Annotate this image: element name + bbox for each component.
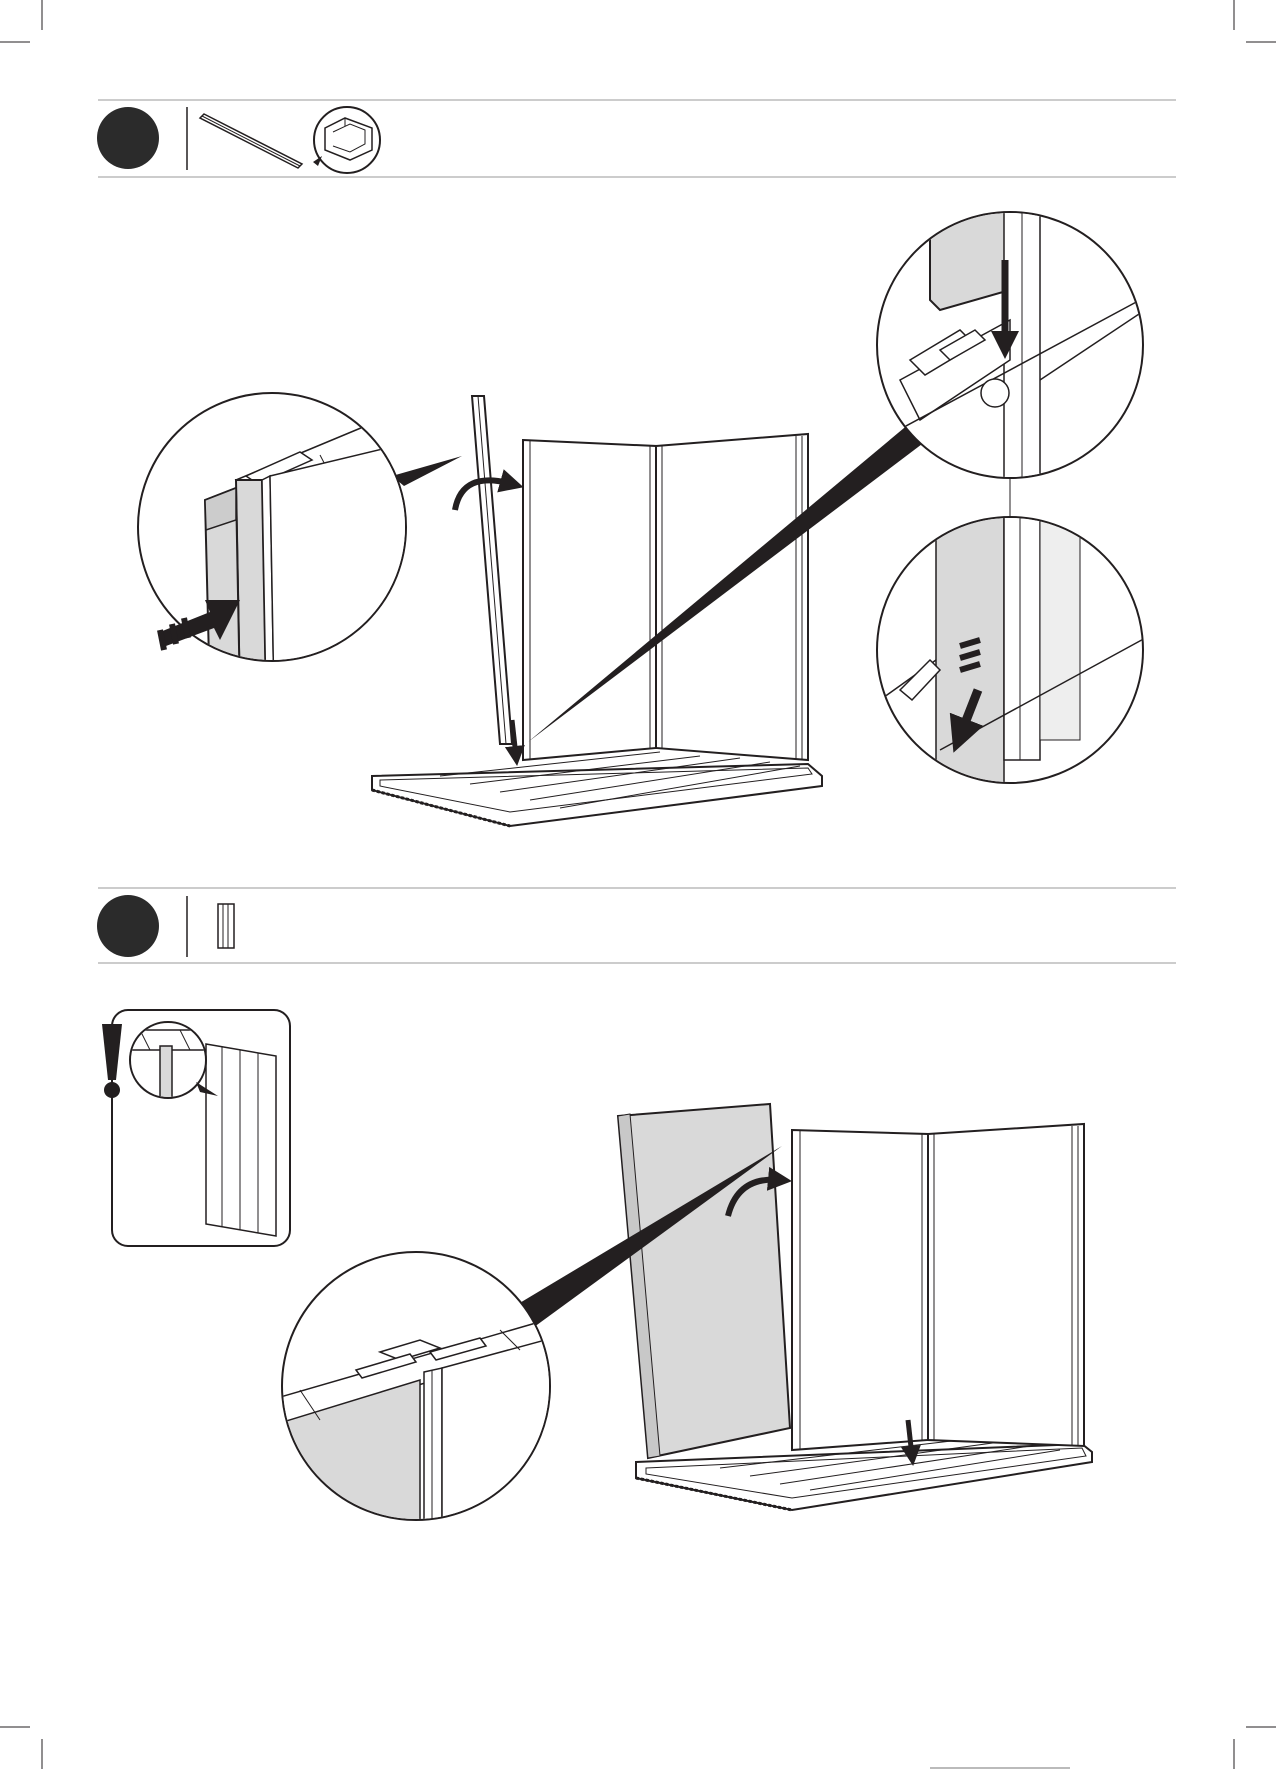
wall-panel-part-icon [218, 904, 234, 948]
step-a-badge [97, 107, 159, 169]
side-slide-detail [138, 393, 420, 700]
callout-wedge-left [392, 456, 462, 486]
step-b-badge [97, 895, 159, 957]
step-a-base-and-walls [372, 396, 822, 826]
corner-lock-detail [877, 200, 1160, 517]
connector-rail-part-icon [200, 114, 302, 168]
step-b-header [97, 888, 1176, 963]
panel-groove-detail [270, 1252, 570, 1540]
rail-profile-detail-icon [313, 107, 380, 173]
step-a-header [97, 100, 1176, 177]
step-b-base-and-panels [618, 1104, 1092, 1510]
caution-orientation-box [102, 1010, 290, 1246]
rail-slide-down-detail [877, 510, 1160, 790]
